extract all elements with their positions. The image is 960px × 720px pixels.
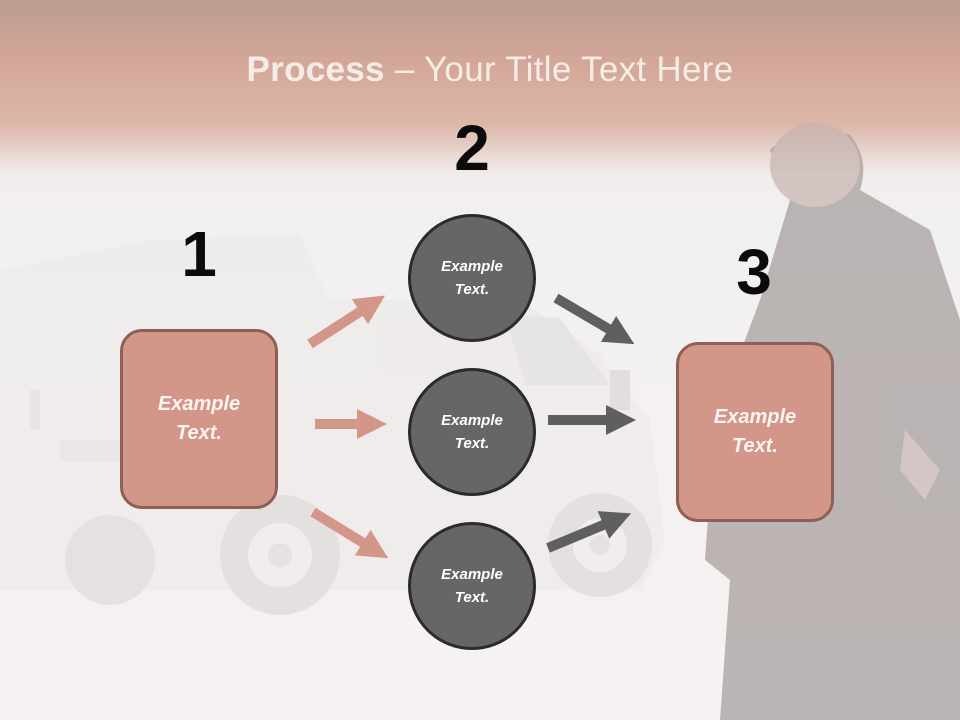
circle-mid-text: Example Text. [441,412,503,452]
step-2-circle-bottom: Example Text. [408,522,536,650]
title-bold: Process [246,50,385,89]
step-3-box: Example Text. [676,342,834,522]
step-number-3: 3 [736,236,772,308]
step-number-1: 1 [181,218,217,290]
circle-bottom-text: Example Text. [441,566,503,606]
step-3-box-text: Example Text. [713,406,797,457]
arrow-from-circle-top [553,293,635,345]
circle-top-text: Example Text. [441,258,503,298]
title-rest: – Your Title Text Here [384,50,734,89]
slide-title: Process – Your Title Text Here [0,50,960,90]
arrow-from-circle-bottom [546,511,632,553]
arrow-to-circle-top [307,295,386,349]
step-2-circle-top: Example Text. [408,214,536,342]
step-2-circle-mid: Example Text. [408,368,536,496]
step-1-box: Example Text. [120,329,278,509]
step-number-2: 2 [454,112,490,184]
arrow-to-circle-bottom [310,507,389,559]
step-1-box-text: Example Text. [157,393,241,444]
